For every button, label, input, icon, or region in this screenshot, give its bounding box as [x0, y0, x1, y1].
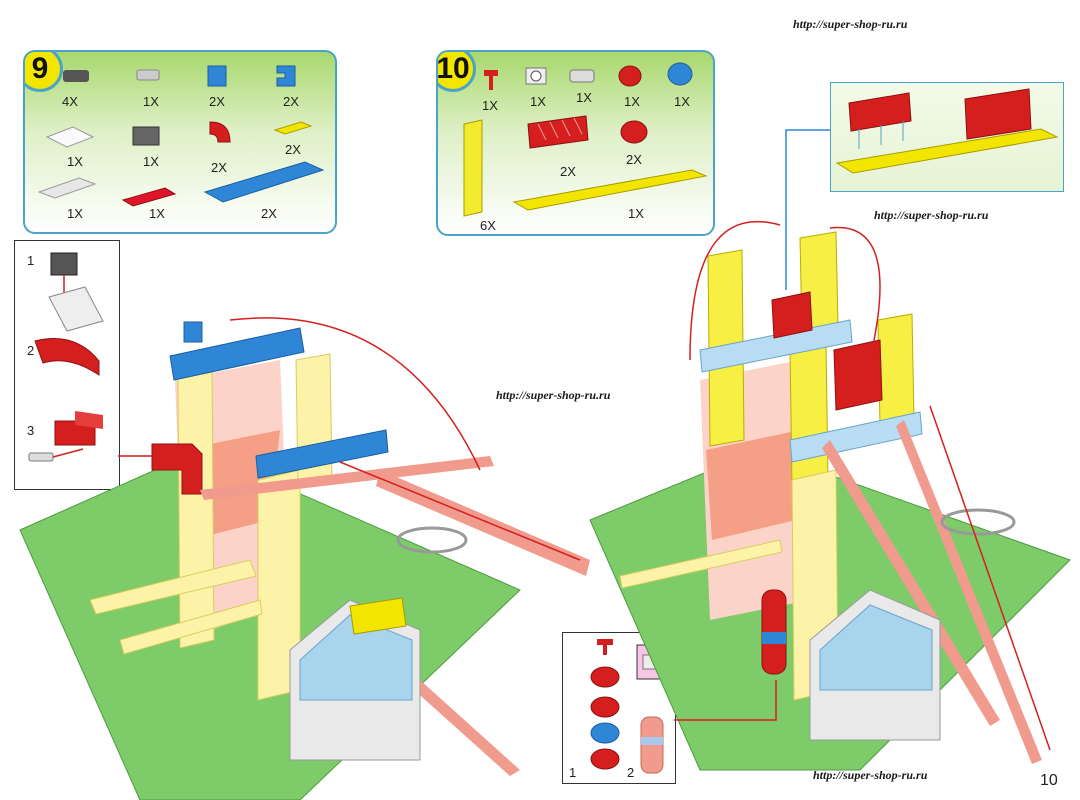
url-bottom: http://super-shop-ru.ru: [813, 768, 928, 782]
red-bracket-assembly: [151, 443, 203, 495]
step9-parts-panel: 9 4X 1X 2X 2X 1X 1X 2X 2X 1X 1X 2X: [23, 50, 337, 234]
part-qty: 1X: [624, 94, 640, 109]
substep-label: 2: [27, 343, 35, 358]
part-qty: 1X: [143, 154, 159, 169]
step10-parts-art: [463, 62, 708, 217]
pink-ladder: [412, 680, 520, 776]
light-gray-plate-icon: [48, 286, 104, 332]
part-qty: 1X: [143, 94, 159, 109]
page-number: 10: [1040, 772, 1058, 789]
step9-parts-art: [37, 65, 325, 207]
hose-coil: [940, 508, 1016, 536]
placement-arrow: [674, 680, 777, 721]
yellow-brick-tall: [877, 313, 915, 427]
step9-subassembly-inset: 1 2 3: [14, 240, 120, 490]
part-qty: 1X: [482, 98, 498, 113]
blue-technic-beam: [255, 429, 389, 479]
part-qty: 1X: [530, 94, 546, 109]
substep-label: 1: [569, 765, 577, 780]
blue-window: [819, 604, 933, 691]
placement-arrow: [229, 317, 481, 471]
placement-arrow: [689, 220, 781, 361]
substep-label: 1: [27, 253, 35, 268]
part-qty: 6X: [480, 218, 496, 233]
substep-label: 2: [627, 765, 635, 780]
url-middle: http://super-shop-ru.ru: [496, 388, 611, 402]
blue-technic-beam: [169, 327, 305, 381]
red-round-brick-2x2-icon: [620, 120, 648, 144]
part-qty: 1X: [67, 154, 83, 169]
pink-ladder: [376, 470, 590, 576]
red-extinguisher-top-icon: [484, 70, 498, 90]
yellow-brick-tall: [789, 341, 829, 487]
substep-label: 3: [27, 423, 35, 438]
part-qty: 1X: [576, 90, 592, 105]
part-qty: 2X: [285, 142, 301, 157]
technic-pin-connector-icon: [63, 70, 89, 82]
gray-axle-pin-icon: [136, 69, 160, 81]
url-right: http://super-shop-ru.ru: [874, 208, 989, 222]
url-top: http://super-shop-ru.ru: [793, 17, 908, 31]
part-qty: 2X: [211, 160, 227, 175]
yellow-plate-2x10-icon: [512, 169, 708, 211]
blue-round-brick-icon: [590, 722, 620, 744]
white-tile-icon: [45, 126, 95, 148]
pink-ladder: [822, 440, 1000, 726]
step10-fence-inset: [830, 82, 1064, 192]
red-lattice-fence-icon: [527, 115, 589, 149]
step9-subassembly-art: [28, 252, 104, 462]
yellow-plate-icon: [835, 128, 1059, 174]
pink-ladder: [200, 456, 494, 500]
red-extinguisher-top-icon: [597, 639, 613, 655]
blue-brick-1x1-icon: [207, 65, 227, 87]
fence-pointer-line: [785, 129, 830, 290]
part-qty: 1X: [628, 206, 644, 221]
yellow-brick-tall-icon: [463, 119, 483, 217]
blue-window: [299, 614, 413, 701]
blue-technic-brick-icon: [203, 161, 325, 203]
pink-lattice: [706, 430, 800, 540]
part-qty: 1X: [149, 206, 165, 221]
step10-fence-art: [835, 88, 1059, 174]
red-curved-brick-icon: [209, 121, 231, 143]
red-lattice-fence: [833, 339, 883, 411]
hose-coil: [396, 526, 468, 554]
step10-parts-panel: 10 1X 1X 1X 1X 1X 6X 2X 2X 1X: [436, 50, 715, 236]
yellow-arm: [119, 599, 263, 655]
part-qty: 1X: [67, 206, 83, 221]
red-tile-icon: [121, 187, 177, 207]
yellow-roof-tile: [349, 597, 407, 635]
yellow-grille-tile-icon: [273, 121, 313, 135]
red-round-brick-icon: [590, 696, 620, 718]
red-round-brick-icon: [590, 666, 620, 688]
yellow-arm: [89, 559, 257, 615]
blue-bracket-brick-icon: [276, 65, 296, 87]
placement-arrow: [829, 226, 881, 351]
part-qty: 4X: [62, 94, 78, 109]
pink-ladder: [896, 420, 1042, 764]
part-qty: 2X: [283, 94, 299, 109]
red-lattice-fence-icon: [848, 92, 912, 132]
light-gray-clip-plate-icon: [569, 69, 595, 83]
placement-arrow: [929, 405, 1051, 751]
light-gray-plate-icon: [37, 177, 97, 199]
blue-brick-1x1-icon: [183, 321, 203, 343]
red-round-brick-icon: [590, 748, 620, 770]
placement-arrow: [339, 461, 581, 561]
part-qty: 2X: [560, 164, 576, 179]
yellow-arm: [619, 539, 783, 589]
part-qty: 2X: [626, 152, 642, 167]
blue-round-brick-icon: [667, 62, 693, 86]
red-round-brick-icon: [618, 65, 642, 87]
part-qty: 2X: [261, 206, 277, 221]
part-qty: 2X: [209, 94, 225, 109]
step10-number: 10: [438, 52, 476, 92]
red-lattice-fence: [771, 291, 813, 339]
dark-gray-technic-brick-icon: [132, 126, 160, 146]
part-qty: 1X: [674, 94, 690, 109]
red-lattice-fence-icon: [964, 88, 1032, 140]
red-curved-brick-icon: [34, 338, 100, 376]
